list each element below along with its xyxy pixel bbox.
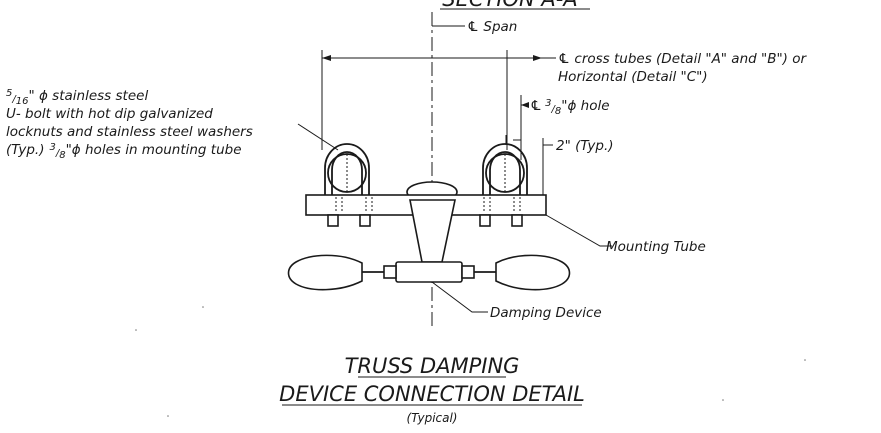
locknut-3 — [479, 214, 491, 227]
ubolt-note-leader — [297, 123, 339, 151]
ubolt-note-line1: 5/16" ϕ stainless steel — [6, 88, 148, 107]
damper-stem — [409, 199, 456, 263]
speck — [135, 329, 137, 331]
title-line2: DEVICE CONNECTION DETAIL — [279, 382, 585, 406]
clamp-end-left — [383, 265, 397, 279]
title-sub: (Typical) — [407, 411, 458, 425]
speck — [804, 359, 806, 361]
speck — [167, 415, 169, 417]
speck — [722, 399, 724, 401]
hole-label: ℄3/8"ϕ hole — [530, 98, 610, 117]
title-line1: TRUSS DAMPING — [345, 354, 520, 378]
mounting-tube-label: Mounting Tube — [606, 239, 706, 255]
ubolt-note-line2: U- bolt with hot dip galvanized — [6, 106, 213, 122]
locknut-2 — [359, 214, 371, 227]
span-label: ℄ Span — [467, 19, 517, 35]
ubolt-note-line4: (Typ.)3/8"ϕ holes in mounting tube — [6, 142, 242, 161]
damping-device-label: Damping Device — [490, 305, 602, 321]
mounting-tube-leader — [545, 214, 612, 247]
typ-spacing-label: 2" (Typ.) — [556, 138, 614, 154]
dimension-arrow-left — [322, 55, 331, 61]
damper-clamp — [395, 261, 463, 283]
locknut-1 — [327, 214, 339, 227]
cross-tube-label-line2: Horizontal (Detail "C") — [558, 69, 708, 85]
right-counterweight — [495, 254, 571, 291]
left-counterweight — [287, 254, 363, 291]
locknut-4 — [511, 214, 523, 227]
hole-arrow — [521, 102, 529, 108]
section-header-partial: SECTION A-A — [442, 0, 578, 11]
dimension-arrow-right — [533, 55, 542, 61]
right-ubolt-outer — [482, 143, 528, 195]
right-ubolt — [489, 151, 521, 195]
left-ubolt-outer — [324, 143, 370, 195]
clamp-end-right — [461, 265, 475, 279]
ubolt-note-line3: locknuts and stainless steel washers — [6, 124, 253, 140]
damping-device-leader — [431, 281, 488, 313]
cross-tube-label-line1: ℄ cross tubes (Detail "A" and "B") or — [558, 51, 807, 67]
speck — [202, 306, 204, 308]
left-ubolt — [331, 151, 363, 195]
